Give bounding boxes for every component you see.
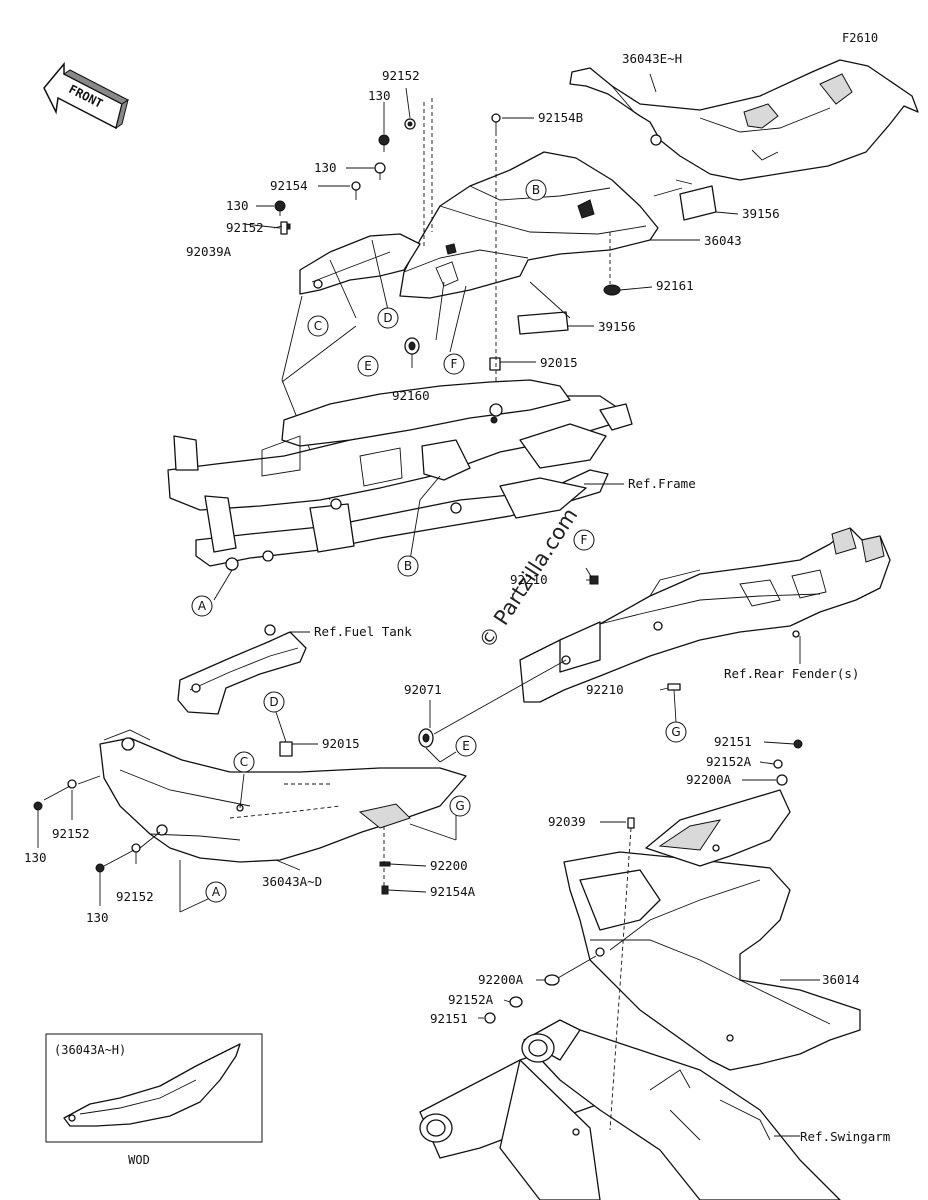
callout-B-frame: B <box>404 559 412 573</box>
washer-92152A-low <box>509 996 523 1008</box>
swingarm-reference <box>419 1019 841 1200</box>
washer-92200A-top <box>776 774 788 786</box>
clip-92210-low <box>667 683 681 691</box>
label-92039: 92039 <box>548 814 586 829</box>
callout-D-top: D <box>383 311 392 325</box>
label-130-l2: 130 <box>86 910 109 925</box>
washer-92152-top <box>404 118 416 130</box>
label-92210-top: 92210 <box>510 572 548 587</box>
washer-92200A-low <box>544 974 560 986</box>
label-92015-low: 92015 <box>322 736 360 751</box>
rivet-92039 <box>627 817 635 829</box>
label-92152-l2: 92152 <box>116 889 154 904</box>
label-92200A-top: 92200A <box>686 772 732 787</box>
collar-92015-low <box>279 741 293 757</box>
grommet-92071 <box>418 728 434 748</box>
part-labels: 36043E~H 92152 130 92154B 130 92154 130 … <box>24 51 890 1144</box>
inset-title: (36043A~H) <box>54 1043 126 1057</box>
label-ref-fuel-tank: Ref.Fuel Tank <box>314 624 412 639</box>
washer-92200 <box>379 861 391 867</box>
label-92071: 92071 <box>404 682 442 697</box>
label-92152A-top: 92152A <box>706 754 752 769</box>
callout-C-top: C <box>314 319 322 333</box>
damper-39156-mid <box>517 311 569 335</box>
label-92151-low: 92151 <box>430 1011 468 1026</box>
bolt-92151-low <box>484 1012 496 1024</box>
rear-fender-reference <box>519 527 891 703</box>
label-ref-rear-fender: Ref.Rear Fender(s) <box>724 666 859 681</box>
bolt-92154B <box>491 113 501 132</box>
grommet-92161 <box>603 284 621 296</box>
label-92160: 92160 <box>392 388 430 403</box>
label-39156-top: 39156 <box>742 206 780 221</box>
label-92151-top: 92151 <box>714 734 752 749</box>
label-92015-top: 92015 <box>540 355 578 370</box>
label-92154: 92154 <box>270 178 308 193</box>
label-92210-low: 92210 <box>586 682 624 697</box>
label-36043: 36043 <box>704 233 742 248</box>
callout-E-top: E <box>364 359 372 373</box>
label-ref-frame: Ref.Frame <box>628 476 696 491</box>
label-130-top: 130 <box>368 88 391 103</box>
callout-G-low: G <box>455 799 464 813</box>
bolt-92151-top <box>793 739 803 749</box>
bolt-130-left <box>274 200 286 216</box>
washer-92152A-top <box>773 759 783 769</box>
label-92152A-low: 92152A <box>448 992 494 1007</box>
bolt-92154A <box>381 885 389 895</box>
label-36014: 36014 <box>822 972 860 987</box>
mount-bracket-top <box>299 233 421 295</box>
grommet-92160 <box>404 337 420 355</box>
callout-A-low: A <box>212 885 221 899</box>
bolt-130-l1 <box>33 801 43 818</box>
inset-box: (36043A~H) WOD <box>45 1033 263 1167</box>
label-39156-mid: 39156 <box>598 319 636 334</box>
callout-G-fender: G <box>671 725 680 739</box>
label-92152-left: 92152 <box>226 220 264 235</box>
damper-39156-top <box>679 185 717 221</box>
leader-lines-top <box>243 73 739 501</box>
label-92161: 92161 <box>656 278 694 293</box>
callout-E-low: E <box>462 739 470 753</box>
seat-cowl-36043 <box>399 151 659 299</box>
callout-B-top: B <box>532 183 540 197</box>
label-ref-swingarm: Ref.Swingarm <box>800 1129 890 1144</box>
diagram-code: F2610 <box>842 31 878 45</box>
leader-lines-rear <box>478 741 795 1131</box>
bolt-130-top <box>378 134 390 152</box>
bolt-130-l2 <box>95 863 105 880</box>
frame-reference <box>167 379 633 601</box>
label-92154A: 92154A <box>430 884 476 899</box>
callout-D-low: D <box>269 695 278 709</box>
callout-F-top: F <box>451 357 458 371</box>
callouts: B C D E F B A F G D C E G A <box>191 179 687 903</box>
callout-A-frame: A <box>198 599 207 613</box>
fuel-tank-bracket <box>177 624 310 715</box>
label-36043E-H: 36043E~H <box>622 51 682 66</box>
clip-92210-top <box>586 575 599 585</box>
label-130-mid: 130 <box>314 160 337 175</box>
label-92154B: 92154B <box>538 110 583 125</box>
label-92039A: 92039A <box>186 244 232 259</box>
label-130-left: 130 <box>226 198 249 213</box>
rear-cover-36014 <box>563 789 861 1071</box>
callout-F-fender: F <box>581 533 588 547</box>
rivet-92039A <box>280 221 288 235</box>
label-92152-l1: 92152 <box>52 826 90 841</box>
seat-cowl-36043E-H <box>569 59 919 181</box>
front-arrow-icon: FRONT <box>43 61 129 130</box>
bolt-130-mid <box>374 162 386 180</box>
label-92200: 92200 <box>430 858 468 873</box>
label-130-l1: 130 <box>24 850 47 865</box>
callout-C-low: C <box>240 755 248 769</box>
label-92200A-low: 92200A <box>478 972 524 987</box>
collar-92015-top <box>489 357 501 371</box>
label-36043A-D: 36043A~D <box>262 874 322 889</box>
inset-caption: WOD <box>128 1153 150 1167</box>
label-92152-top: 92152 <box>382 68 420 83</box>
bolt-92154 <box>351 181 361 200</box>
leader-lines-lower <box>37 659 567 913</box>
